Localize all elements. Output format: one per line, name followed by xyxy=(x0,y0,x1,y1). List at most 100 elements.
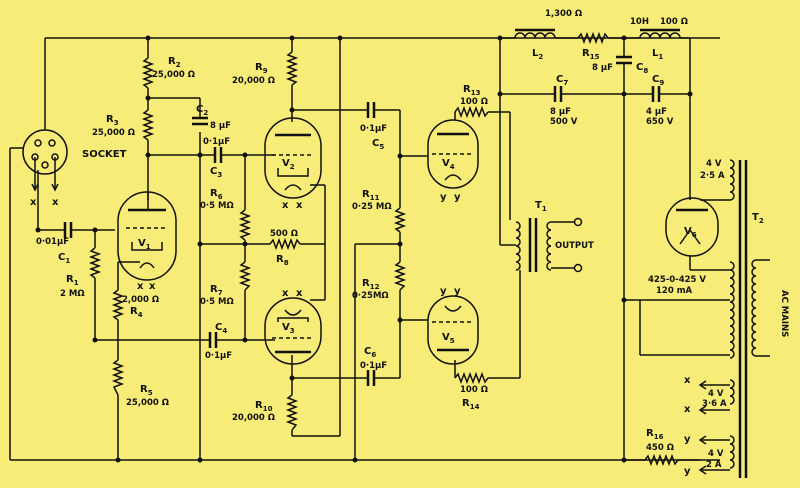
v4-label: V4 xyxy=(442,158,455,171)
winding3-current: 2 A xyxy=(706,460,722,470)
socket-x-right: x xyxy=(52,197,59,208)
v2-label: V2 xyxy=(282,158,295,171)
v3-heater-x2: x xyxy=(296,288,303,299)
hv-winding-current: 120 mA xyxy=(656,286,693,296)
v1-label: V1 xyxy=(138,238,151,251)
resistor-r14 xyxy=(454,371,489,385)
c7-capacitance: 8 μF xyxy=(550,107,571,117)
transformers xyxy=(515,159,770,478)
valve-v1 xyxy=(117,191,177,281)
r16-value: 450 Ω xyxy=(646,443,674,453)
resistor-r15 xyxy=(577,31,609,45)
ac-mains-label: AC MAINS xyxy=(779,290,789,337)
v1-heater-x1: x xyxy=(137,281,144,292)
r12-label: R12 xyxy=(362,278,380,291)
output-terminal-bottom xyxy=(573,263,583,273)
r5-label: R5 xyxy=(140,384,153,397)
mains-winding xyxy=(751,259,757,357)
valves xyxy=(117,117,719,365)
l1-resistance: 100 Ω xyxy=(660,17,688,27)
output-label: OUTPUT xyxy=(555,241,594,251)
c2-value: 8 μF xyxy=(210,121,231,131)
r7-label: R7 xyxy=(210,284,223,297)
v5-label: V5 xyxy=(442,332,455,345)
resistors xyxy=(88,31,679,467)
v3-heater-x1: x xyxy=(282,288,289,299)
c8-label: C8 xyxy=(636,62,648,75)
c3-value: 0·1μF xyxy=(203,137,230,147)
r1-label: R1 xyxy=(66,274,79,287)
choke-l1 xyxy=(639,32,681,39)
socket-label: SOCKET xyxy=(82,149,127,160)
c1-label: C1 xyxy=(58,252,70,265)
winding2-x-bottom: x xyxy=(684,404,691,415)
l2-label: L2 xyxy=(532,48,543,61)
r9-value: 20,000 Ω xyxy=(232,76,275,86)
socket-connector xyxy=(10,129,68,230)
winding2-x-top: x xyxy=(684,375,691,386)
r8-label: R8 xyxy=(276,254,289,267)
resistor-r7 xyxy=(238,261,252,291)
resistor-r3 xyxy=(141,109,155,141)
r3-label: R3 xyxy=(106,114,119,127)
transformer-t1-secondary xyxy=(546,221,552,271)
c6-label: C6 xyxy=(364,346,376,359)
r10-value: 20,000 Ω xyxy=(232,413,275,423)
r7-value: 0·5 MΩ xyxy=(200,297,234,307)
c8-value: 8 μF xyxy=(592,63,613,73)
resistor-r1 xyxy=(88,247,102,279)
transformer-t1-primary xyxy=(515,221,521,271)
r10-label: R10 xyxy=(255,400,273,413)
r12-value: 0·25MΩ xyxy=(352,291,389,301)
v4-heater-y1: y xyxy=(440,192,447,203)
junction-dots xyxy=(35,35,693,463)
r4-label: R4 xyxy=(130,306,143,319)
c3-label: C3 xyxy=(210,166,222,179)
v2-heater-x2: x xyxy=(296,200,303,211)
resistor-r16 xyxy=(644,453,679,467)
valve-v5 xyxy=(427,295,479,365)
v3-label: V3 xyxy=(282,322,295,335)
c7-voltage: 500 V xyxy=(550,117,578,127)
c9-capacitance: 4 μF xyxy=(646,107,667,117)
resistor-r10 xyxy=(285,394,299,431)
valve-v3 xyxy=(264,297,322,365)
r13-value: 100 Ω xyxy=(460,97,488,107)
r5-value: 25,000 Ω xyxy=(126,398,169,408)
l2-r15-resistance: 1,300 Ω xyxy=(545,9,582,19)
resistor-r6 xyxy=(238,209,252,241)
winding2-voltage: 4 V xyxy=(708,389,724,399)
choke-l2 xyxy=(514,32,556,39)
hv-winding-voltage: 425-0-425 V xyxy=(648,275,706,285)
t1-label: T1 xyxy=(535,200,547,213)
l1-label: L1 xyxy=(652,48,663,61)
resistor-r5 xyxy=(111,359,125,396)
resistor-r12 xyxy=(393,261,407,291)
valve-v4 xyxy=(427,119,479,189)
output-terminal-top xyxy=(573,217,583,227)
valve-v6 xyxy=(665,197,719,257)
r13-label: R13 xyxy=(463,84,481,97)
c4-label: C4 xyxy=(215,322,227,335)
resistor-r13 xyxy=(454,105,489,119)
c9-voltage: 650 V xyxy=(646,117,674,127)
v4-heater-y2: y xyxy=(454,192,461,203)
r9-label: R9 xyxy=(255,62,268,75)
r4-value: 2,000 Ω xyxy=(122,295,159,305)
c6-value: 0·1μF xyxy=(360,361,387,371)
winding3-voltage: 4 V xyxy=(708,449,724,459)
r2-label: R2 xyxy=(168,56,181,69)
resistor-r4 xyxy=(111,289,125,321)
capacitors xyxy=(63,50,666,386)
r14-label: R14 xyxy=(462,398,480,411)
winding3-y-top: y xyxy=(684,434,691,445)
t2-label: T2 xyxy=(752,212,764,225)
winding3-y-bottom: y xyxy=(684,466,691,477)
r11-value: 0·25 MΩ xyxy=(352,202,392,212)
socket-x-left: x xyxy=(30,197,37,208)
v5-heater-y1: y xyxy=(440,286,447,297)
r3-value: 25,000 Ω xyxy=(92,128,135,138)
r15-label: R15 xyxy=(582,48,600,61)
valve-v2 xyxy=(264,117,322,199)
